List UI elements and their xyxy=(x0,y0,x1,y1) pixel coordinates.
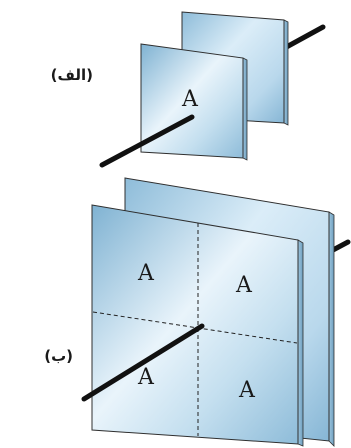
quadrant-label-top-right: A xyxy=(235,273,253,298)
large-capacitor: A A A A xyxy=(81,177,351,447)
large-capacitor-front-wire xyxy=(81,323,205,402)
part-a-label: (الف) xyxy=(51,66,93,84)
large-capacitor-front-plate: A A A A xyxy=(91,204,304,447)
quadrant-label-bottom-right: A xyxy=(238,378,256,403)
part-b-label: (ب) xyxy=(44,347,73,365)
quadrant-divider-horizontal xyxy=(92,311,298,344)
quadrant-label-bottom-left: A xyxy=(137,365,155,390)
small-capacitor: A xyxy=(99,11,326,168)
large-capacitor-back-wire xyxy=(330,239,351,253)
small-capacitor-front-plate: A xyxy=(140,43,248,161)
small-capacitor-front-wire xyxy=(99,114,195,168)
quadrant-label-top-left: A xyxy=(137,261,155,286)
small-capacitor-plate-label: A xyxy=(181,87,199,112)
